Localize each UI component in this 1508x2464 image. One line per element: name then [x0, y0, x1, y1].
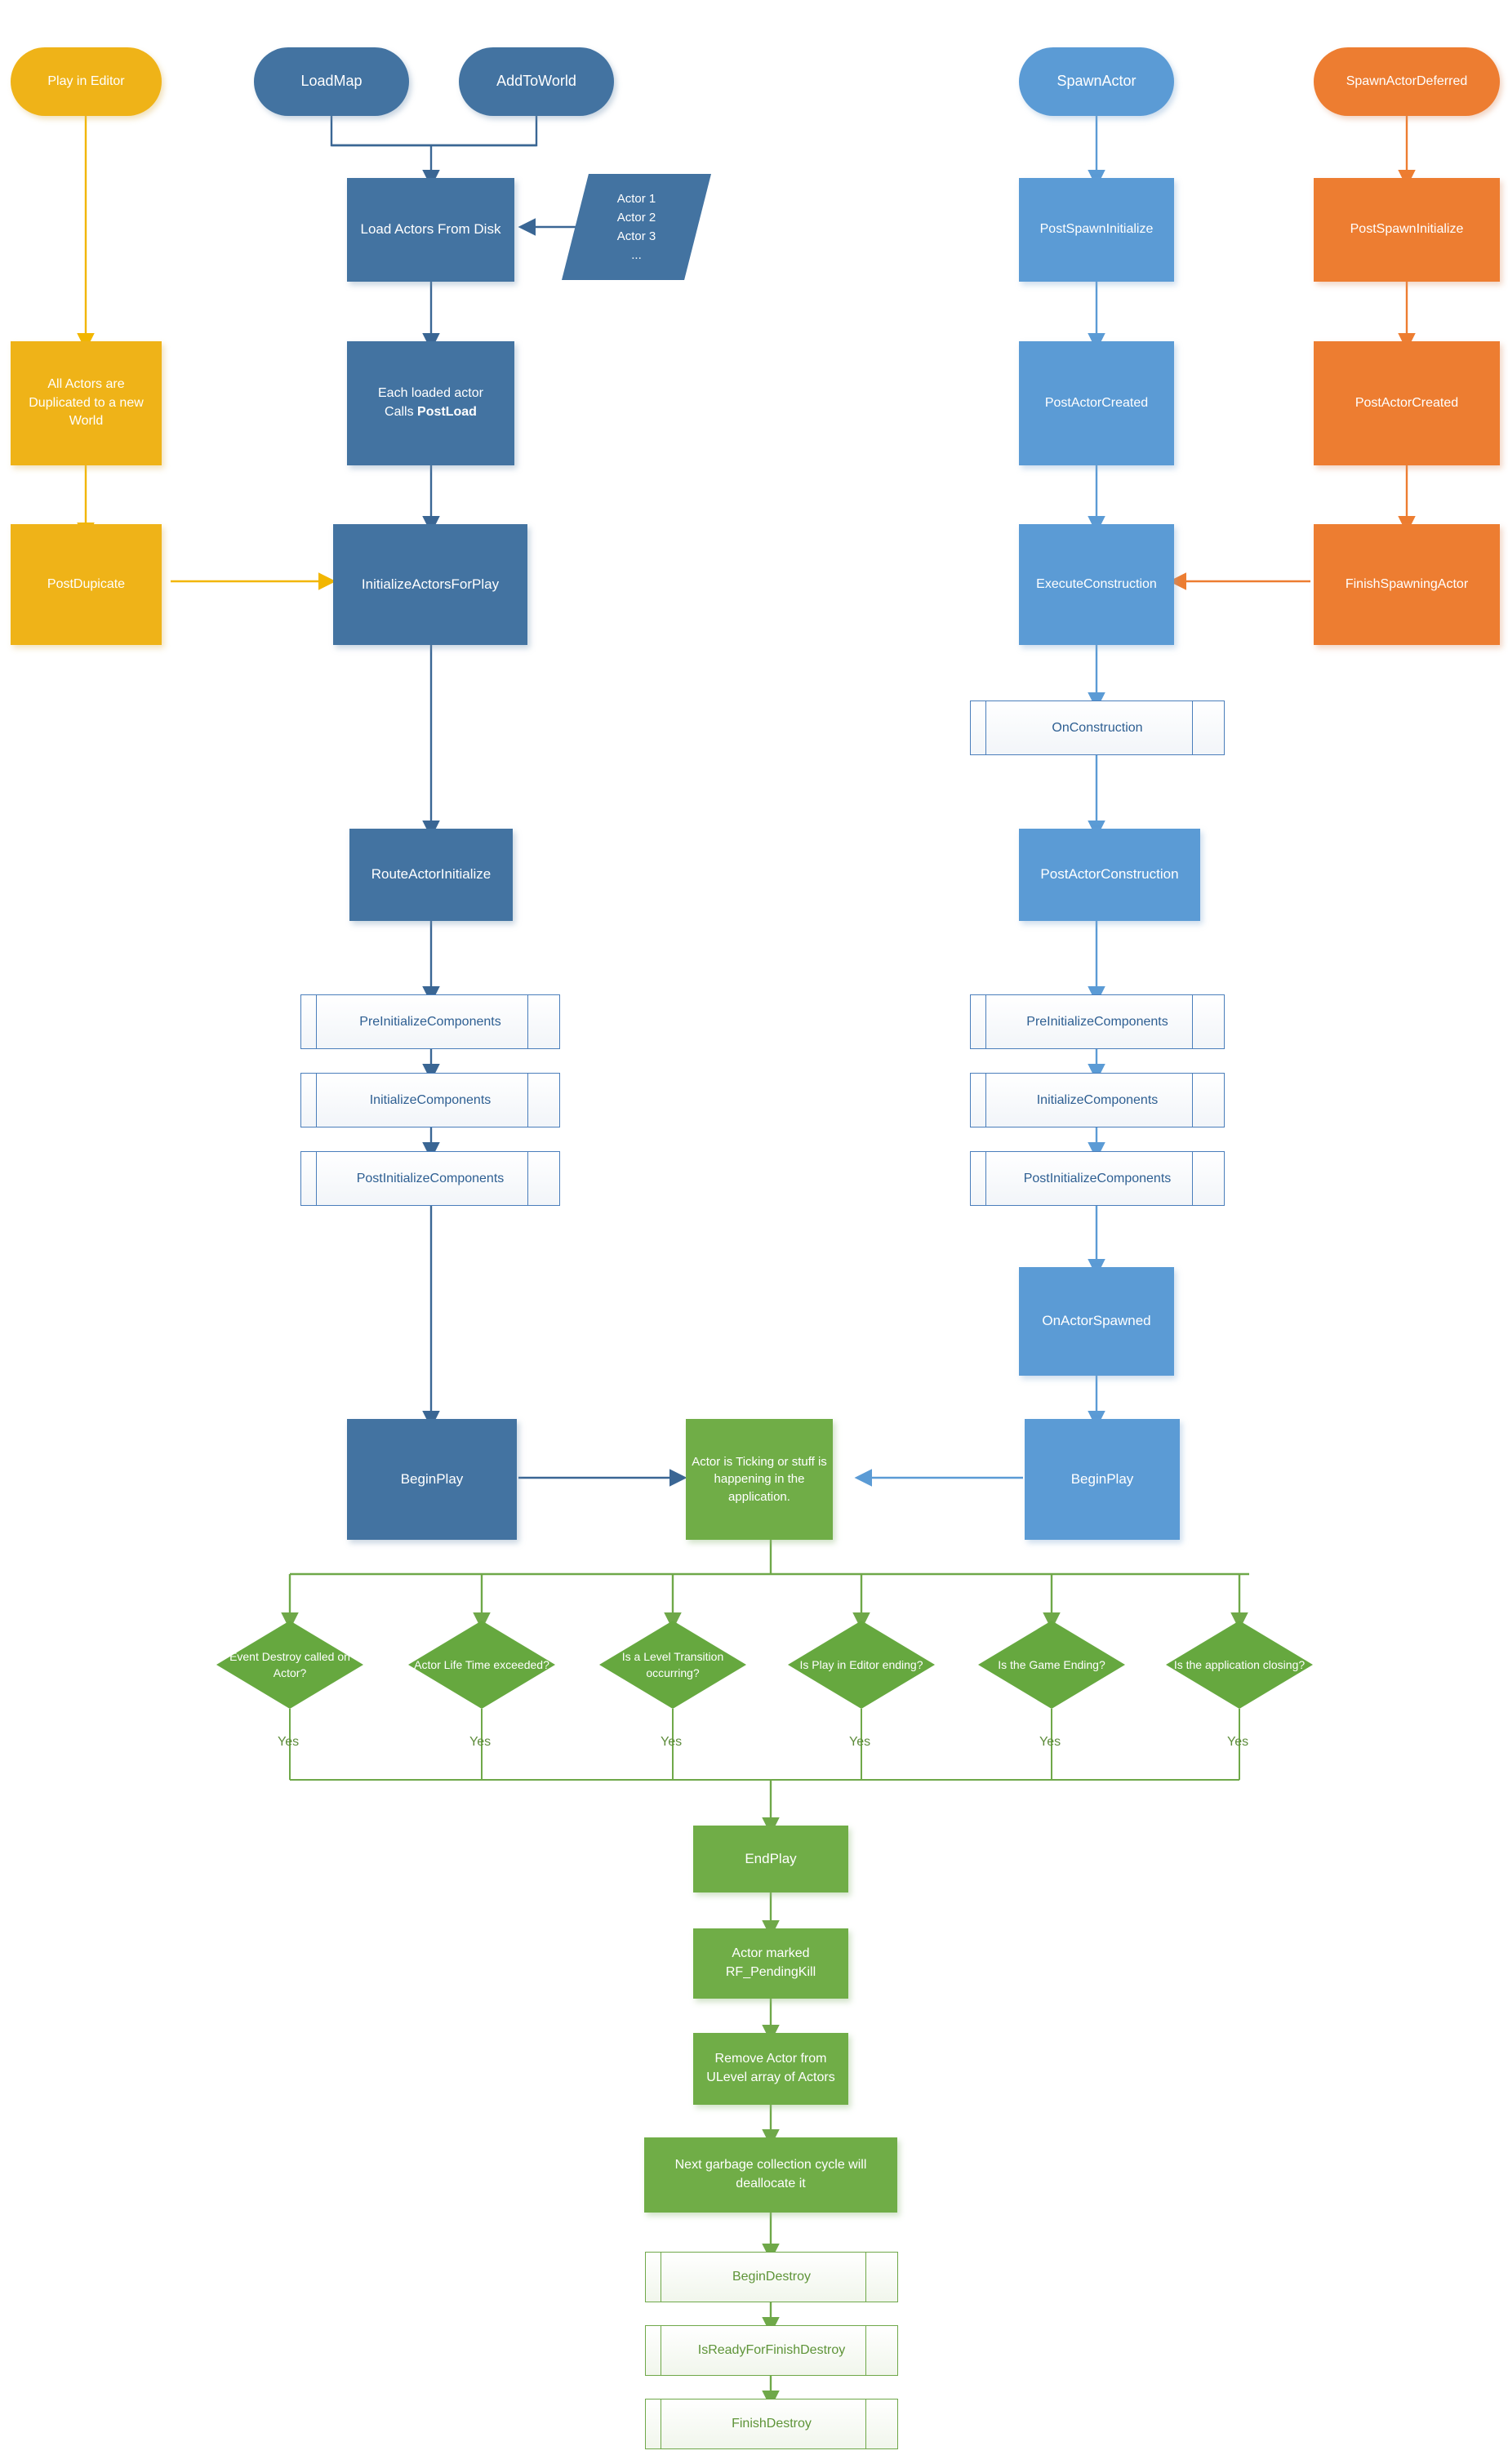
subprocess-right-bar: [527, 1074, 528, 1127]
subprocess-right-bar: [1192, 1152, 1193, 1205]
decision-label: Is the application closing?: [1173, 1657, 1306, 1671]
terminator-spawn-actor[interactable]: SpawnActor: [1019, 47, 1174, 116]
subprocess-label: PreInitializeComponents: [359, 1014, 501, 1029]
process-actor-is-ticking[interactable]: Actor is Ticking or stuff is happening i…: [686, 1419, 833, 1540]
process-post-spawn-initialize-deferred[interactable]: PostSpawnInitialize: [1314, 178, 1500, 282]
terminator-play-in-editor[interactable]: Play in Editor: [11, 47, 162, 116]
process-post-actor-created-deferred[interactable]: PostActorCreated: [1314, 341, 1500, 465]
decision-actor-life-time-exceeded[interactable]: Actor Life Time exceeded?: [408, 1621, 555, 1709]
subprocess-initialize-components-left[interactable]: InitializeComponents: [300, 1073, 560, 1127]
subprocess-pre-initialize-components-left[interactable]: PreInitializeComponents: [300, 994, 560, 1049]
each-loaded-actor-line1: Each loaded actor: [378, 386, 483, 401]
subprocess-label: IsReadyForFinishDestroy: [697, 2343, 846, 2357]
process-execute-construction[interactable]: ExecuteConstruction: [1019, 524, 1174, 645]
subprocess-initialize-components-right[interactable]: InitializeComponents: [970, 1073, 1225, 1127]
process-end-play[interactable]: EndPlay: [693, 1826, 848, 1892]
subprocess-is-ready-for-finish-destroy[interactable]: IsReadyForFinishDestroy: [645, 2325, 898, 2376]
decision-is-play-in-editor-ending[interactable]: Is Play in Editor ending?: [788, 1621, 935, 1709]
subprocess-right-bar: [865, 2400, 866, 2448]
subprocess-right-bar: [1192, 995, 1193, 1048]
process-actor-marked-pending-kill[interactable]: Actor marked RF_PendingKill: [693, 1928, 848, 1999]
process-each-loaded-actor-postload[interactable]: Each loaded actor Calls PostLoad: [347, 341, 514, 465]
decision-is-the-application-closing[interactable]: Is the application closing?: [1166, 1621, 1313, 1709]
edge-label-yes-6: Yes: [1227, 1735, 1249, 1749]
subprocess-label: PostInitializeComponents: [1023, 1171, 1172, 1185]
process-post-actor-created-spawnactor[interactable]: PostActorCreated: [1019, 341, 1174, 465]
process-all-actors-duplicated[interactable]: All Actors are Duplicated to a new World: [11, 341, 162, 465]
subprocess-label: PreInitializeComponents: [1026, 1014, 1168, 1029]
decision-is-the-game-ending[interactable]: Is the Game Ending?: [978, 1621, 1125, 1709]
subprocess-pre-initialize-components-right[interactable]: PreInitializeComponents: [970, 994, 1225, 1049]
process-initialize-actors-for-play[interactable]: InitializeActorsForPlay: [333, 524, 527, 645]
calls-label: Calls: [385, 405, 418, 419]
subprocess-right-bar: [1192, 701, 1193, 754]
subprocess-right-bar: [527, 995, 528, 1048]
subprocess-label: OnConstruction: [1052, 720, 1143, 735]
subprocess-right-bar: [865, 2253, 866, 2302]
edge-label-yes-5: Yes: [1039, 1735, 1061, 1749]
subprocess-left-bar: [316, 995, 317, 1048]
parallelogram-shape: [562, 174, 711, 280]
process-next-gc-cycle[interactable]: Next garbage collection cycle will deall…: [644, 2137, 897, 2213]
actor-list-item-ellipsis: ...: [631, 248, 642, 263]
subprocess-label: BeginDestroy: [732, 2270, 812, 2284]
process-load-actors-from-disk[interactable]: Load Actors From Disk: [347, 178, 514, 282]
subprocess-post-initialize-components-left[interactable]: PostInitializeComponents: [300, 1151, 560, 1206]
subprocess-label: InitializeComponents: [369, 1092, 492, 1107]
subprocess-left-bar: [985, 1152, 986, 1205]
edge-label-yes-4: Yes: [849, 1735, 871, 1749]
process-begin-play-right[interactable]: BeginPlay: [1025, 1419, 1180, 1540]
subprocess-label: PostInitializeComponents: [356, 1171, 505, 1185]
edge-label-yes-1: Yes: [278, 1735, 300, 1749]
subprocess-finish-destroy[interactable]: FinishDestroy: [645, 2399, 898, 2449]
subprocess-left-bar: [985, 1074, 986, 1127]
decision-label: Is a Level Transition occurring?: [621, 1649, 724, 1679]
process-finish-spawning-actor[interactable]: FinishSpawningActor: [1314, 524, 1500, 645]
decision-label: Actor Life Time exceeded?: [414, 1657, 549, 1671]
subprocess-label: FinishDestroy: [732, 2417, 812, 2431]
process-post-duplicate[interactable]: PostDupicate: [11, 524, 162, 645]
process-remove-actor-from-ulevel[interactable]: Remove Actor from ULevel array of Actors: [693, 2033, 848, 2105]
decision-label: Event Destroy called on Actor?: [229, 1649, 350, 1679]
process-begin-play-left[interactable]: BeginPlay: [347, 1419, 517, 1540]
subprocess-begin-destroy[interactable]: BeginDestroy: [645, 2252, 898, 2302]
data-actor-list: Actor 1 Actor 2 Actor 3 ...: [562, 174, 711, 280]
subprocess-right-bar: [527, 1152, 528, 1205]
edge-label-yes-2: Yes: [469, 1735, 492, 1749]
postload-label: PostLoad: [417, 405, 477, 419]
process-route-actor-initialize[interactable]: RouteActorInitialize: [349, 829, 513, 921]
decision-is-a-level-transition-occurring[interactable]: Is a Level Transition occurring?: [599, 1621, 746, 1709]
process-post-actor-construction[interactable]: PostActorConstruction: [1019, 829, 1200, 921]
terminator-load-map[interactable]: LoadMap: [254, 47, 409, 116]
actor-list-item-2: Actor 2: [616, 210, 656, 225]
decision-label: Is Play in Editor ending?: [799, 1657, 923, 1671]
edge-label-yes-3: Yes: [661, 1735, 683, 1749]
subprocess-post-initialize-components-right[interactable]: PostInitializeComponents: [970, 1151, 1225, 1206]
subprocess-left-bar: [985, 995, 986, 1048]
decision-label: Is the Game Ending?: [998, 1657, 1105, 1671]
each-loaded-actor-line2: Calls PostLoad: [385, 403, 477, 422]
subprocess-left-bar: [985, 701, 986, 754]
subprocess-right-bar: [865, 2326, 866, 2375]
subprocess-on-construction[interactable]: OnConstruction: [970, 701, 1225, 755]
subprocess-right-bar: [1192, 1074, 1193, 1127]
process-post-spawn-initialize-spawnactor[interactable]: PostSpawnInitialize: [1019, 178, 1174, 282]
actor-list-item-3: Actor 3: [616, 229, 656, 243]
terminator-spawn-actor-deferred[interactable]: SpawnActorDeferred: [1314, 47, 1500, 116]
terminator-add-to-world[interactable]: AddToWorld: [459, 47, 614, 116]
subprocess-left-bar: [316, 1152, 317, 1205]
subprocess-label: InitializeComponents: [1036, 1092, 1159, 1107]
decision-event-destroy-called-on-actor[interactable]: Event Destroy called on Actor?: [216, 1621, 363, 1709]
actor-list-item-1: Actor 1: [616, 191, 656, 206]
subprocess-left-bar: [316, 1074, 317, 1127]
process-on-actor-spawned[interactable]: OnActorSpawned: [1019, 1267, 1174, 1376]
